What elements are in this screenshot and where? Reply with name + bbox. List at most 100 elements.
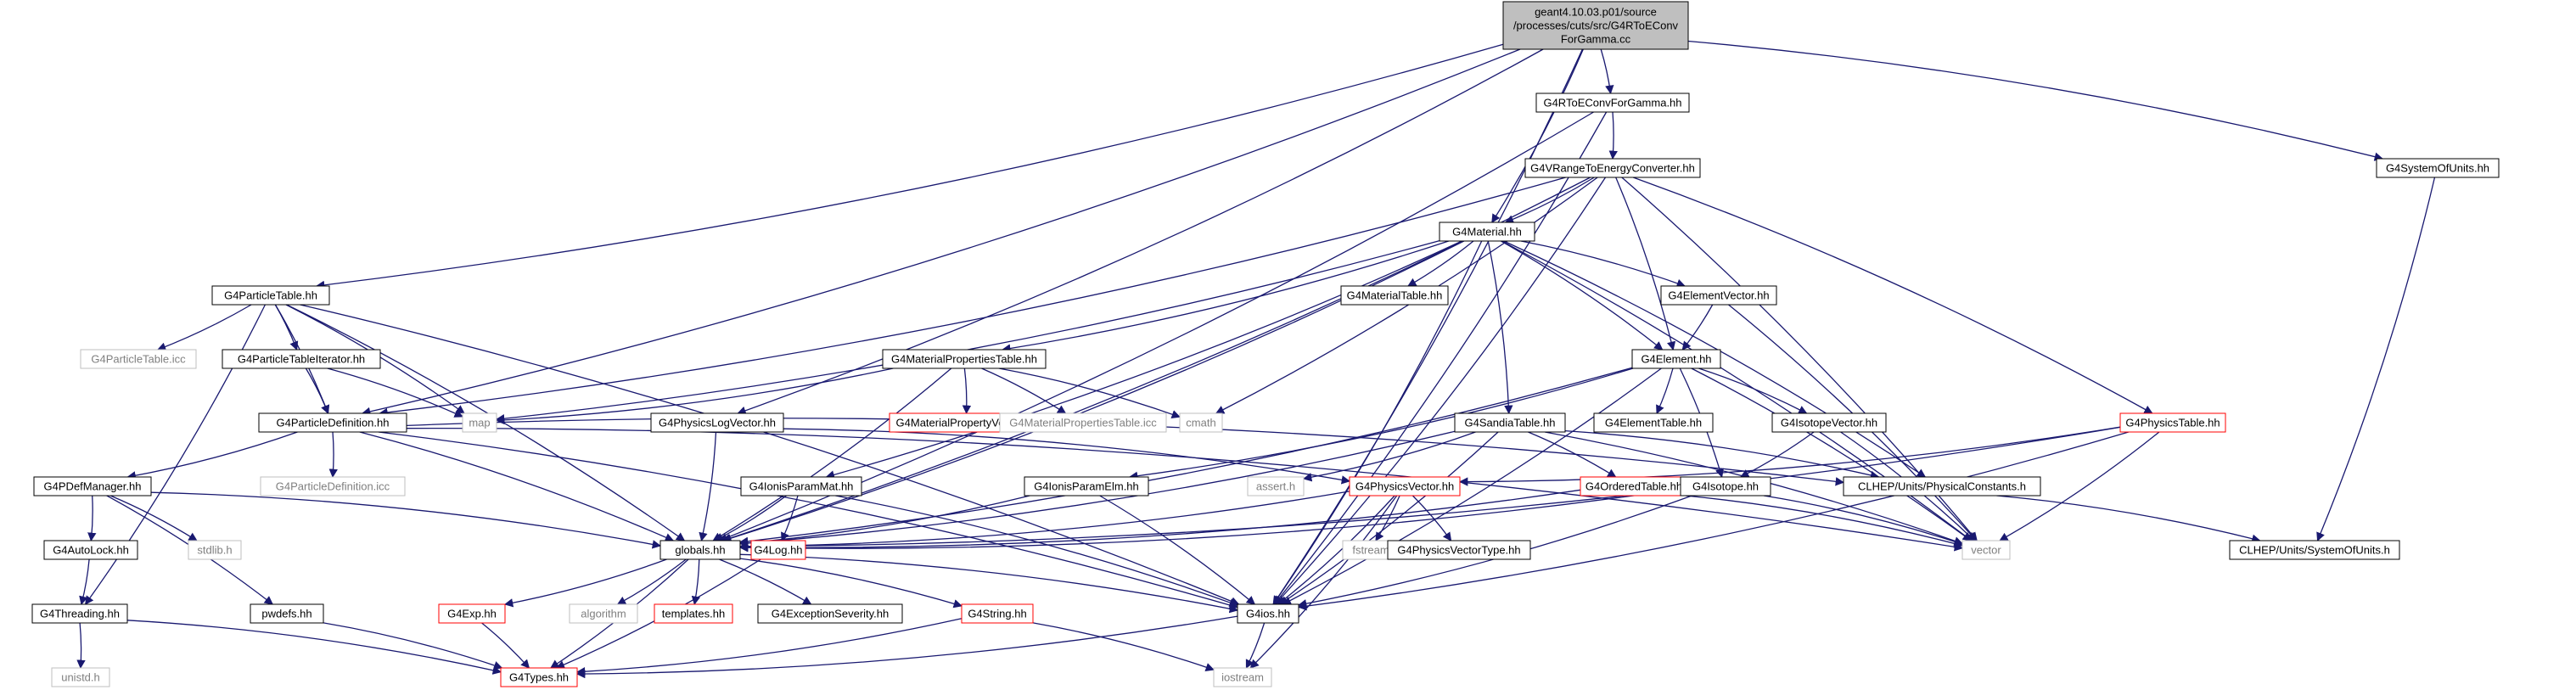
node-elemtable[interactable]: G4ElementTable.hh: [1593, 412, 1714, 433]
node-ptable_icc[interactable]: G4ParticleTable.icc: [80, 349, 197, 369]
node-physlog[interactable]: G4PhysicsLogVector.hh: [650, 412, 784, 433]
edge-autolock-to-threading: [79, 558, 90, 606]
node-isovector[interactable]: G4IsotopeVector.hh: [1771, 412, 1887, 433]
edge-element-to-ionisparamelm: [1128, 367, 1634, 480]
node-g4exp-box: [438, 603, 506, 624]
edge-ptable-to-ptable_icc: [156, 304, 252, 351]
node-ionisparamelm[interactable]: G4IonisParamElm.hh: [1024, 476, 1149, 496]
edge-ptiter-to-pdef: [305, 367, 329, 414]
node-pdef[interactable]: G4ParticleDefinition.hh: [258, 412, 407, 433]
node-phystable[interactable]: G4PhysicsTable.hh: [2119, 412, 2226, 433]
edge-sandia-to-clhep_pc: [1564, 429, 1880, 480]
node-mattable[interactable]: G4MaterialTable.hh: [1340, 285, 1449, 306]
node-fstream[interactable]: fstream: [1342, 540, 1400, 560]
edge-rtoe-to-vrange: [1608, 111, 1618, 160]
node-assert[interactable]: assert.h: [1247, 476, 1305, 496]
edge-phystable-to-physvector: [1458, 426, 2121, 486]
node-ionisparammat[interactable]: G4IonisParamMat.hh: [740, 476, 862, 496]
node-rtoe[interactable]: G4RToEConvForGamma.hh: [1535, 93, 1690, 113]
node-algorithm[interactable]: algorithm: [569, 603, 638, 624]
node-g4types[interactable]: G4Types.hh: [500, 667, 578, 687]
node-pwdefs[interactable]: pwdefs.hh: [250, 603, 324, 624]
node-templates[interactable]: templates.hh: [654, 603, 733, 624]
node-pdef_icc[interactable]: G4ParticleDefinition.icc: [260, 476, 406, 496]
node-element[interactable]: G4Element.hh: [1631, 349, 1721, 369]
node-pdefmgr[interactable]: G4PDefManager.hh: [33, 476, 152, 496]
edge-sandia-to-g4ios: [1279, 431, 1499, 605]
edge-vrange-to-element: [1615, 177, 1676, 351]
node-map-box: [462, 412, 497, 433]
edge-pdefmgr-to-stdlib: [109, 495, 198, 541]
node-clhep_pc-box: [1843, 476, 2041, 496]
node-clhep_pc-label: CLHEP/Units/PhysicalConstants.h: [1858, 480, 2026, 493]
node-isotope[interactable]: G4Isotope.hh: [1680, 476, 1771, 496]
node-sandia[interactable]: G4SandiaTable.hh: [1454, 412, 1566, 433]
node-ptiter[interactable]: G4ParticleTableIterator.hh: [222, 349, 381, 369]
edge-rtoe-to-globals: [718, 111, 1594, 542]
node-exceptsev-box: [757, 603, 903, 624]
node-assert-label: assert.h: [1256, 480, 1295, 493]
edge-element-to-g4ios: [1282, 367, 1662, 605]
node-root[interactable]: geant4.10.03.p01/source/processes/cuts/s…: [1502, 1, 1689, 50]
node-pvtype[interactable]: G4PhysicsVectorType.hh: [1387, 540, 1531, 560]
node-material[interactable]: G4Material.hh: [1439, 222, 1535, 242]
edge-layer: [76, 40, 2436, 679]
node-stdlib[interactable]: stdlib.h: [188, 540, 242, 560]
node-g4types-label: G4Types.hh: [509, 671, 569, 684]
node-ptiter-label: G4ParticleTableIterator.hh: [238, 353, 365, 366]
node-cmath[interactable]: cmath: [1179, 412, 1223, 433]
node-g4exp[interactable]: G4Exp.hh: [438, 603, 506, 624]
edge-physvector-to-iostream: [1249, 495, 1398, 669]
node-unistd[interactable]: unistd.h: [51, 667, 110, 687]
node-root-label: geant4.10.03.p01/source/processes/cuts/s…: [1513, 6, 1679, 46]
edge-globals-to-exceptsev: [719, 558, 812, 605]
node-matproptab[interactable]: G4MaterialPropertiesTable.hh: [882, 349, 1047, 369]
node-g4ios-box: [1237, 603, 1299, 624]
node-sandia-box: [1454, 412, 1566, 433]
node-threading[interactable]: G4Threading.hh: [31, 603, 128, 624]
edge-matproptab-to-matpropvec: [962, 367, 972, 415]
edge-pdef-to-pdef_icc: [328, 431, 338, 479]
node-globals[interactable]: globals.hh: [659, 540, 741, 560]
edge-root-to-pdef: [361, 48, 1521, 416]
node-vector[interactable]: vector: [1961, 540, 2011, 560]
node-matproptab_icc[interactable]: G4MaterialPropertiesTable.icc: [999, 412, 1167, 433]
node-ptable-label: G4ParticleTable.hh: [224, 289, 317, 302]
node-material-label: G4Material.hh: [1452, 226, 1522, 238]
edge-root-to-physlog: [737, 48, 1544, 415]
node-pdef-box: [258, 412, 407, 433]
node-ordered[interactable]: G4OrderedTable.hh: [1580, 476, 1688, 496]
node-vrange[interactable]: G4VRangeToEnergyConverter.hh: [1524, 158, 1701, 178]
edge-g4string-to-iostream: [1032, 622, 1215, 672]
node-g4ios[interactable]: G4ios.hh: [1237, 603, 1299, 624]
node-ptable_icc-box: [80, 349, 197, 369]
node-exceptsev[interactable]: G4ExceptionSeverity.hh: [757, 603, 903, 624]
node-autolock[interactable]: G4AutoLock.hh: [43, 540, 138, 560]
node-clhep_pc[interactable]: CLHEP/Units/PhysicalConstants.h: [1843, 476, 2041, 496]
node-mattable-label: G4MaterialTable.hh: [1347, 289, 1443, 302]
node-g4string[interactable]: G4String.hh: [961, 603, 1034, 624]
node-elemvector-box: [1660, 285, 1777, 306]
node-elemvector-label: G4ElementVector.hh: [1668, 289, 1769, 302]
node-phystable-label: G4PhysicsTable.hh: [2125, 417, 2220, 429]
node-elemvector[interactable]: G4ElementVector.hh: [1660, 285, 1777, 306]
edge-element-to-isovector: [1698, 367, 1808, 414]
node-sysunits[interactable]: G4SystemOfUnits.hh: [2376, 158, 2500, 178]
node-physlog-label: G4PhysicsLogVector.hh: [659, 417, 776, 429]
edge-vrange-to-pdef: [379, 177, 1566, 418]
edge-matproptab-to-globals: [712, 367, 952, 541]
node-g4log[interactable]: G4Log.hh: [750, 540, 806, 560]
node-threading-box: [31, 603, 128, 624]
node-clhep_su[interactable]: CLHEP/Units/SystemOfUnits.h: [2229, 540, 2400, 560]
edge-matproptab-to-cmath: [998, 367, 1181, 419]
node-templates-box: [654, 603, 733, 624]
node-ionisparamelm-box: [1024, 476, 1149, 496]
node-physvector[interactable]: G4PhysicsVector.hh: [1349, 476, 1461, 496]
node-vector-label: vector: [1971, 544, 2001, 557]
node-map[interactable]: map: [462, 412, 497, 433]
edge-ptiter-to-map: [327, 367, 463, 418]
node-pdefmgr-box: [33, 476, 152, 496]
node-ptable[interactable]: G4ParticleTable.hh: [211, 285, 330, 306]
node-iostream[interactable]: iostream: [1213, 667, 1272, 687]
